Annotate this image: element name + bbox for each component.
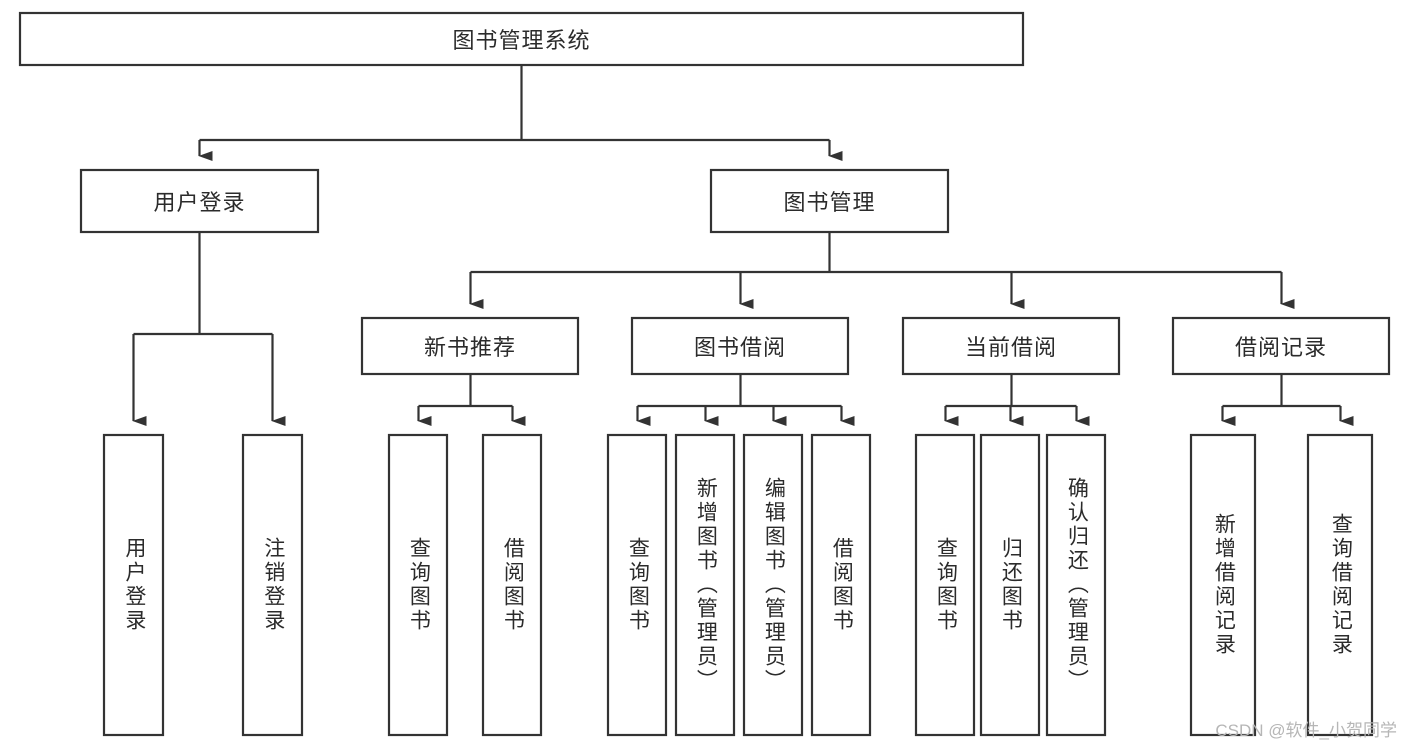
node-box-user-login[interactable] — [79, 168, 320, 234]
node-box-root[interactable] — [18, 11, 1025, 67]
node-box-leaf-add-borrow-record[interactable] — [1189, 433, 1257, 737]
connector-group-user-login — [132, 232, 286, 426]
node-box-book-manage[interactable] — [709, 168, 950, 234]
node-box-current-borrow[interactable] — [901, 316, 1121, 376]
node-box-borrow-record[interactable] — [1171, 316, 1391, 376]
node-box-leaf-borrow-book-a[interactable] — [481, 433, 543, 737]
node-box-new-book-recommend[interactable] — [360, 316, 580, 376]
connector-group-record — [1221, 374, 1354, 426]
node-box-leaf-user-logout[interactable] — [241, 433, 304, 737]
node-box-leaf-return-book[interactable] — [979, 433, 1041, 737]
node-box-leaf-edit-book-admin[interactable] — [742, 433, 804, 737]
connector-group-borrow — [636, 374, 855, 426]
node-box-leaf-borrow-book-b[interactable] — [810, 433, 872, 737]
node-box-leaf-user-login[interactable] — [102, 433, 165, 737]
node-box-leaf-add-book-admin[interactable] — [674, 433, 736, 737]
connector-group-current — [944, 374, 1090, 426]
node-box-book-borrow[interactable] — [630, 316, 850, 376]
connector-group-root — [198, 65, 843, 161]
node-box-leaf-query-book-c[interactable] — [914, 433, 976, 737]
node-box-leaf-query-borrow-record[interactable] — [1306, 433, 1374, 737]
connector-group-book-manage — [469, 232, 1295, 309]
node-box-leaf-query-book-a[interactable] — [387, 433, 449, 737]
node-box-leaf-confirm-return-admin[interactable] — [1045, 433, 1107, 737]
connector-group-new-book — [417, 374, 526, 426]
node-box-leaf-query-book-b[interactable] — [606, 433, 668, 737]
